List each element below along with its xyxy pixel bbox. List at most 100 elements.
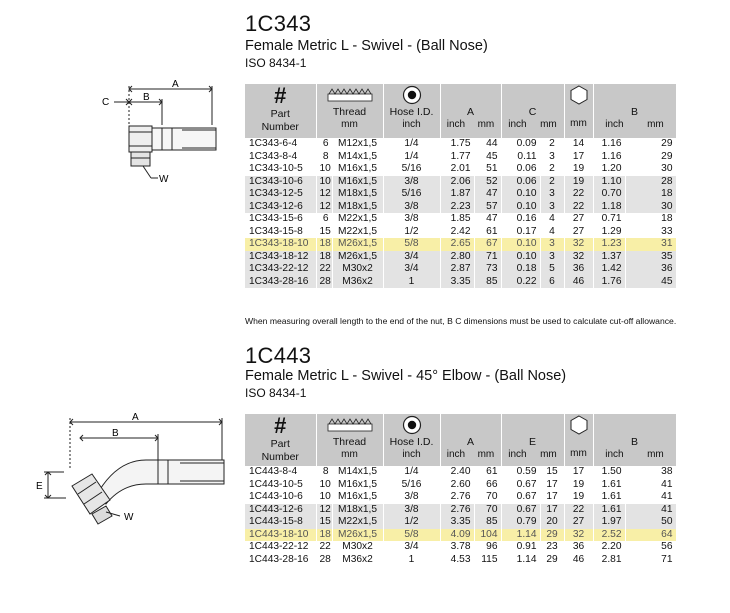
table-cell: 1/4	[383, 150, 441, 163]
table-cell: M14x1,5	[332, 466, 384, 479]
header-number-label: Number	[261, 120, 299, 133]
table-cell: 41	[625, 491, 677, 504]
header-dim-a-inch: inch	[446, 118, 466, 130]
table-cell: 2.87	[440, 263, 475, 276]
table-cell: 29	[625, 138, 677, 151]
table-cell: 0.17	[501, 225, 541, 238]
header-dim-c-label: C	[528, 106, 537, 118]
table-cell: 1.23	[593, 238, 626, 251]
table-cell: M12x1,5	[332, 138, 384, 151]
table-cell: M30x2	[332, 263, 384, 276]
table-cell: 27	[564, 213, 594, 226]
table-cell: 1.76	[593, 275, 626, 288]
table-cell: 15	[316, 225, 333, 238]
header-dim-b-label: B	[630, 106, 638, 118]
part-number-cell: 1C443-18-10	[245, 528, 317, 541]
table-cell: 71	[625, 553, 677, 566]
table-cell: M36x2	[332, 553, 384, 566]
hex-nut-icon	[565, 414, 593, 436]
part-number-cell: 1C443-8-4	[245, 466, 317, 479]
table-cell: 41	[625, 503, 677, 516]
table-cell: 1.20	[593, 163, 626, 176]
table-cell: 27	[564, 225, 594, 238]
table-cell: 28	[316, 275, 333, 288]
table-cell: 0.67	[501, 503, 541, 516]
table-cell: 5/8	[383, 238, 441, 251]
table-cell: 70	[474, 491, 502, 504]
table-cell: 18	[316, 238, 333, 251]
part-number-cell: 1C443-22-12	[245, 541, 317, 554]
header-dim-e-inch: inch	[508, 448, 527, 460]
dim-label-w: W	[124, 512, 134, 523]
table-cell: 14	[564, 138, 594, 151]
header-hose-label: Hose I.D.	[389, 106, 434, 118]
table-cell: 0.91	[501, 541, 541, 554]
table-cell: 0.10	[501, 250, 541, 263]
table-cell: 19	[564, 163, 594, 176]
part-number-cell: 1C343-12-6	[245, 200, 317, 213]
table-cell: 18	[625, 213, 677, 226]
section-2-subtitle: Female Metric L - Swivel - 45° Elbow - (…	[245, 368, 567, 384]
section-1-subtitle: Female Metric L - Swivel - (Ball Nose)	[245, 38, 488, 54]
table-cell: 1.18	[593, 200, 626, 213]
table-cell: 1.61	[593, 478, 626, 491]
table-cell: 47	[474, 188, 502, 201]
table-cell: 2.81	[593, 553, 626, 566]
table-cell: 2.60	[440, 478, 475, 491]
header-thread: Thread mm	[316, 84, 384, 138]
table-cell: 0.59	[501, 466, 541, 479]
header-dim-a-label: A	[466, 106, 474, 118]
table-cell: M18x1,5	[332, 188, 384, 201]
table-cell: 32	[564, 250, 594, 263]
table-cell: 2.20	[593, 541, 626, 554]
table-cell: 18	[625, 188, 677, 201]
table-cell: 5/16	[383, 188, 441, 201]
table-cell: M26x1,5	[332, 238, 384, 251]
table-cell: 1/4	[383, 466, 441, 479]
table-cell: 1	[383, 553, 441, 566]
table-cell: 1.61	[593, 491, 626, 504]
table-cell: 96	[474, 541, 502, 554]
header-dim-b-inch: inch	[605, 448, 624, 460]
table-cell: 1.10	[593, 175, 626, 188]
table-cell: 3	[540, 188, 565, 201]
header-dim-a-mm: mm	[477, 448, 495, 460]
header-hose-id: Hose I.D. inch	[383, 414, 441, 466]
part-number-cell: 1C443-10-5	[245, 478, 317, 491]
table-cell: 3	[540, 200, 565, 213]
part-number-cell: 1C343-22-12	[245, 263, 317, 276]
dim-label-a: A	[172, 80, 179, 90]
table-cell: 1.75	[440, 138, 475, 151]
part-number-cell: 1C343-8-4	[245, 150, 317, 163]
section-2-fitting-drawing: A B E W	[36, 412, 225, 525]
table-cell: 46	[564, 553, 594, 566]
hose-bore-icon	[384, 414, 440, 436]
table-cell: 61	[474, 466, 502, 479]
table-cell: 38	[625, 466, 677, 479]
table-cell: 47	[474, 213, 502, 226]
header-hose-label: Hose I.D.	[389, 436, 434, 448]
dim-label-a: A	[132, 412, 139, 423]
table-cell: 2.01	[440, 163, 475, 176]
table-cell: 1.85	[440, 213, 475, 226]
table-cell: 0.06	[501, 163, 541, 176]
table-cell: 3.35	[440, 516, 475, 529]
part-number-cell: 1C343-28-16	[245, 275, 317, 288]
table-cell: 33	[625, 225, 677, 238]
table-cell: 44	[474, 138, 502, 151]
table-cell: 51	[474, 163, 502, 176]
table-cell: 8	[316, 150, 333, 163]
table-cell: 2.65	[440, 238, 475, 251]
table-cell: 4	[540, 225, 565, 238]
table-cell: 28	[625, 175, 677, 188]
hex-nut-icon	[565, 84, 593, 106]
table-cell: 6	[540, 275, 565, 288]
table-cell: 2.76	[440, 491, 475, 504]
